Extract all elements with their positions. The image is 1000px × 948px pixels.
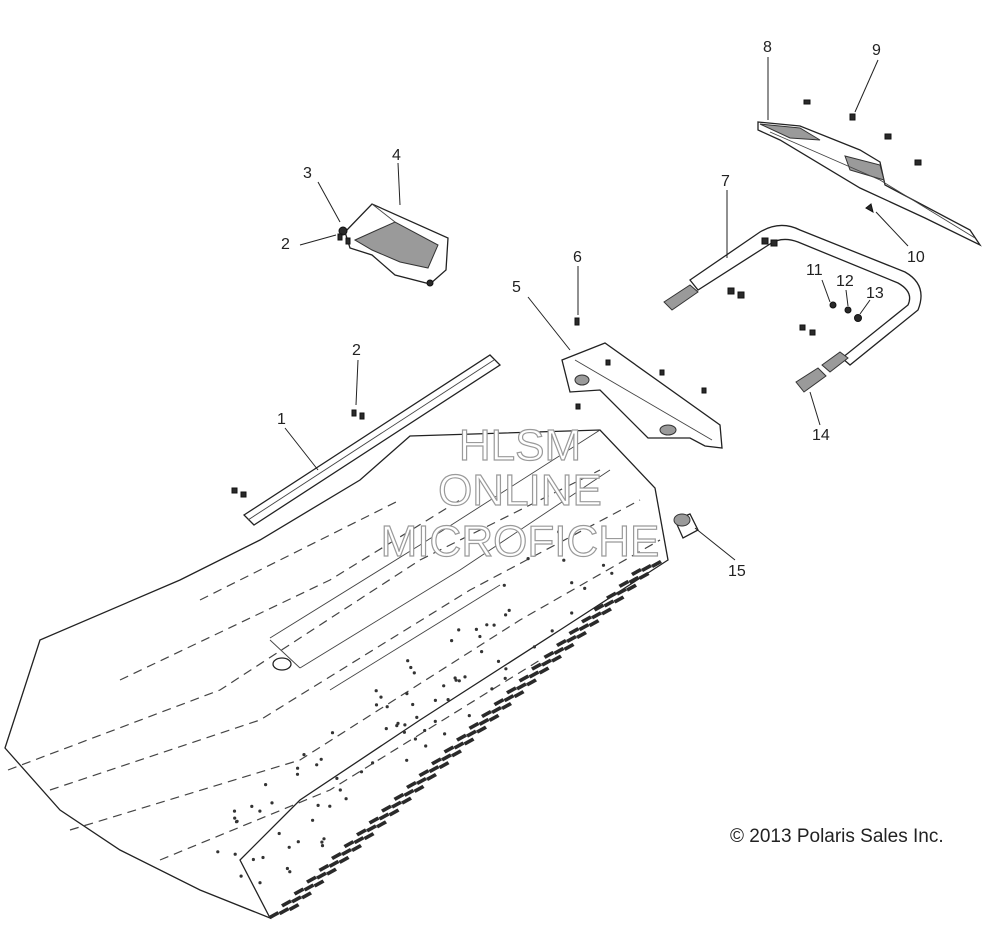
callout-5: 5 [512,279,521,296]
callout-4: 4 [392,147,401,164]
callout-2-upper: 2 [281,236,290,253]
callout-13: 13 [866,285,884,302]
callout-15: 15 [728,563,746,580]
callout-9: 9 [872,42,881,59]
part-2-screw-icon [337,233,343,241]
callout-2-lower: 2 [352,342,361,359]
callout-11: 11 [806,262,823,279]
callout-1: 1 [277,411,286,428]
part-5-bracket [561,317,723,449]
watermark-line-2: ONLINE [438,466,602,515]
part-3-nut-icon [338,226,348,236]
part-6-screw-icon [574,317,580,326]
leader-lines [284,57,909,561]
part-7-grab-bar [663,224,922,393]
part-12-washer-icon [844,306,852,314]
callout-10: 10 [907,249,925,266]
part-10-clip-icon [865,203,874,214]
part-1-rail [231,354,502,526]
copyright-notice: © 2013 Polaris Sales Inc. [730,826,944,847]
callout-labels: 1 2 2 3 4 5 6 7 8 9 10 11 12 13 14 15 [277,39,925,580]
watermark-line-1: HLSM [459,421,581,470]
callout-12: 12 [836,273,854,290]
tunnel-serrated-edge [268,560,662,920]
part-11-bolt-icon [829,301,837,309]
tunnel-hole-icon [272,657,292,671]
callout-3: 3 [303,165,312,182]
part-8-rear-bracket [757,99,982,247]
part-13-nut-icon [854,314,862,322]
part-2-screw-icon [351,409,357,417]
part-4-bracket [337,203,449,420]
part-15-bumper [673,513,699,539]
part-9-screw-icon [849,113,856,121]
callout-7: 7 [721,173,730,190]
part-14-end-cap-icon [795,367,827,393]
callout-6: 6 [573,249,582,266]
callout-8: 8 [763,39,772,56]
callout-14: 14 [812,427,830,444]
tunnel-rivets [216,530,614,885]
watermark: HLSM ONLINE MICROFICHE [380,420,660,566]
tunnel-panel [4,429,669,920]
watermark-line-3: MICROFICHE [381,517,660,566]
